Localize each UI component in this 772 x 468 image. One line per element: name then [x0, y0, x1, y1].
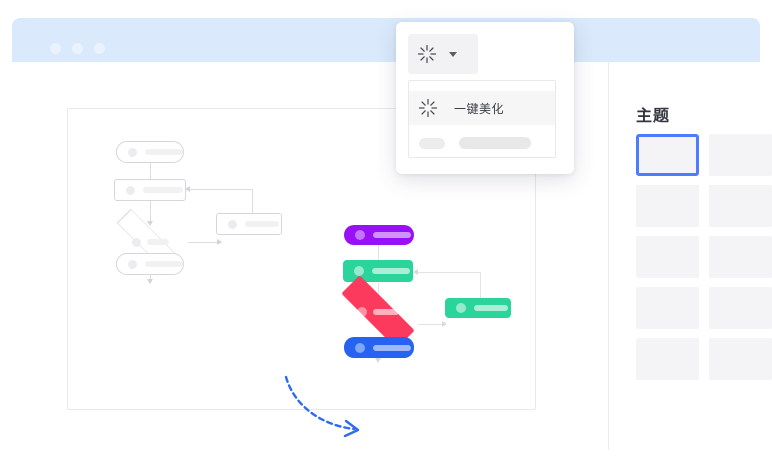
flow-node-process1-before[interactable]	[114, 179, 186, 201]
flow-node-start-before[interactable]	[116, 141, 184, 163]
beautify-toolbar-button[interactable]	[408, 34, 478, 74]
node-bullet	[354, 266, 364, 276]
connector-loop-vertical-after	[480, 272, 481, 316]
window-dot-close[interactable]	[50, 43, 61, 54]
diamond-content	[113, 223, 187, 261]
connector-decision-to-process2	[188, 242, 221, 243]
theme-panel-title: 主题	[636, 108, 671, 125]
connector-arrow-3	[146, 279, 153, 284]
theme-swatch-6[interactable]	[709, 236, 772, 278]
connector-start-to-process1-after	[378, 245, 379, 265]
theme-swatch-8[interactable]	[709, 287, 772, 329]
theme-swatch-2[interactable]	[709, 134, 772, 176]
node-bullet	[126, 185, 135, 195]
theme-swatch-3[interactable]	[636, 185, 699, 227]
node-bullet	[128, 147, 137, 157]
window-dot-minimize[interactable]	[72, 43, 83, 54]
node-text-placeholder	[474, 305, 508, 311]
connector-arrow-5	[185, 186, 190, 192]
menu-item-label: 一键美化	[454, 101, 505, 116]
flow-node-process2-after[interactable]	[445, 298, 511, 318]
window-titlebar	[12, 18, 760, 62]
node-bullet	[355, 342, 365, 353]
node-text-placeholder	[146, 239, 169, 245]
node-text-placeholder	[143, 187, 183, 193]
flow-node-end-after[interactable]	[344, 337, 414, 358]
node-bullet	[128, 259, 137, 269]
node-bullet	[131, 237, 141, 247]
menu-item-one-click-beautify[interactable]: 一键美化	[409, 91, 555, 125]
connector-loop-horizontal-after	[416, 272, 481, 273]
connector-loop-horizontal	[188, 189, 253, 190]
theme-swatch-10[interactable]	[709, 338, 772, 380]
connector-arrow-2	[146, 221, 153, 226]
node-text-placeholder	[145, 149, 183, 155]
flow-node-end-before[interactable]	[116, 253, 184, 275]
beautify-dropdown-menu: 一键美化	[408, 80, 556, 158]
theme-swatch-7[interactable]	[636, 287, 699, 329]
placeholder-chip-large	[459, 137, 531, 149]
node-bullet	[355, 230, 365, 240]
connector-process1-to-decision-after	[378, 283, 379, 303]
connector-arrow-a3	[374, 358, 381, 363]
node-text-placeholder	[373, 344, 411, 351]
flow-node-start-after[interactable]	[344, 225, 414, 245]
theme-swatch-4[interactable]	[709, 185, 772, 227]
menu-item-placeholder-row[interactable]	[409, 131, 555, 155]
sparkle-beautify-icon	[418, 98, 438, 118]
connector-decision-to-process2-after	[418, 324, 446, 325]
theme-panel: 主题	[620, 62, 772, 450]
node-text-placeholder	[373, 309, 399, 315]
flow-node-process2-before[interactable]	[216, 213, 282, 235]
placeholder-chip-small	[419, 137, 445, 149]
connector-start-to-process1	[150, 163, 151, 186]
node-text-placeholder	[372, 268, 410, 274]
transform-arrow	[284, 375, 360, 438]
connector-process1-to-decision	[150, 201, 151, 224]
node-text-placeholder	[373, 232, 411, 238]
beautify-popover: 一键美化	[396, 22, 574, 174]
theme-swatch-9[interactable]	[636, 338, 699, 380]
flow-node-decision-after[interactable]	[339, 275, 417, 349]
chevron-down-icon	[449, 51, 457, 57]
node-bullet	[456, 303, 466, 313]
connector-arrow-4	[217, 239, 222, 245]
window-dot-maximize[interactable]	[94, 43, 105, 54]
panel-divider	[608, 62, 609, 450]
node-text-placeholder	[145, 261, 183, 267]
node-bullet	[357, 307, 367, 317]
node-text-placeholder	[245, 221, 279, 227]
flow-node-process1-after[interactable]	[343, 260, 413, 282]
theme-swatch-1[interactable]	[636, 134, 699, 176]
connector-arrow-a5	[413, 269, 418, 275]
diamond-content	[339, 289, 417, 335]
flow-node-decision-before[interactable]	[113, 208, 187, 276]
sparkle-beautify-icon	[417, 44, 437, 64]
theme-swatch-grid	[636, 134, 772, 380]
work-area: 主题	[12, 62, 772, 450]
node-bullet	[228, 219, 237, 229]
theme-swatch-5[interactable]	[636, 236, 699, 278]
connector-loop-vertical	[252, 189, 253, 231]
connector-arrow-a4	[442, 321, 447, 327]
